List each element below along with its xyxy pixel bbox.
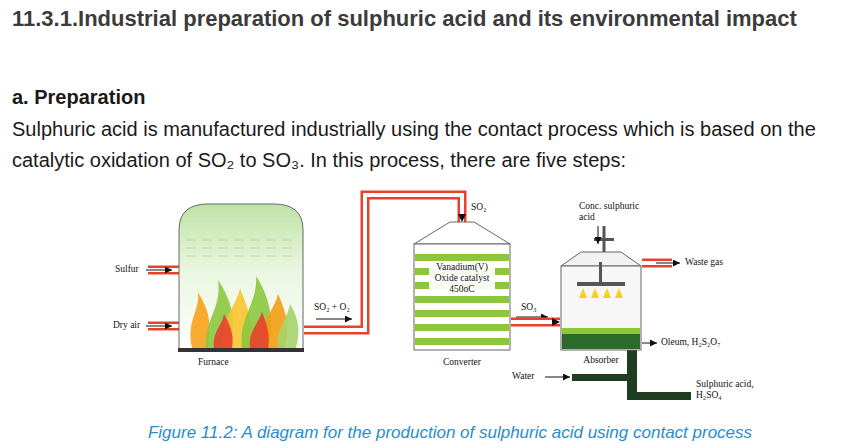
- waste-gas-outlet: [642, 263, 680, 264]
- output-label: Waste gas: [684, 257, 724, 268]
- vessel-outline: [178, 200, 304, 368]
- flow-arrow: [316, 319, 352, 320]
- gas-label: SO₂ + O₂: [312, 302, 352, 313]
- vessel-name: Absorber: [581, 355, 620, 366]
- input-label: Dry air: [112, 320, 141, 331]
- input-label: Water: [511, 371, 535, 382]
- flow-head: [511, 322, 560, 323]
- figure-caption: Figure 11.2: A diagram for the productio…: [40, 422, 850, 444]
- input-label: Conc. sulphuric acid: [578, 201, 646, 223]
- section-title: 11.3.1.Industrial preparation of sulphur…: [12, 4, 850, 34]
- catalyst-label: Vanadium(V) Oxide catalyst 450oC: [429, 262, 495, 295]
- vessel-name: Furnace: [196, 357, 231, 368]
- pipe-connector: [511, 322, 560, 323]
- body-paragraph: Sulphuric acid is manufactured industria…: [12, 114, 848, 176]
- output-label: Sulphuric acid, H₂SO₄: [695, 379, 771, 401]
- oleum-outlet: [642, 343, 657, 344]
- output-label: Oleum, H₂S₂O₇: [660, 337, 722, 348]
- input-label: Sulfur: [114, 264, 140, 275]
- furnace-vessel: Furnace: [178, 200, 304, 368]
- gas-label: SO₃: [519, 302, 538, 313]
- absorber-vessel: Absorber: [560, 252, 642, 366]
- pipe-wall: [511, 318, 560, 327]
- vessel-outline: [560, 252, 642, 366]
- dilution-pipe: [545, 350, 691, 400]
- air-inlet: [146, 326, 180, 327]
- vessel-name: Converter: [441, 357, 483, 368]
- sub-heading: a. Preparation: [12, 84, 512, 110]
- converter-vessel: Vanadium(V) Oxide catalyst 450oC Converte…: [413, 222, 511, 368]
- sulfur-inlet: [146, 270, 180, 271]
- flow-arrow: [516, 317, 548, 318]
- vessel-outline: [413, 222, 511, 368]
- pipe-bore: [511, 320, 560, 324]
- gas-label: SO₂: [470, 202, 487, 213]
